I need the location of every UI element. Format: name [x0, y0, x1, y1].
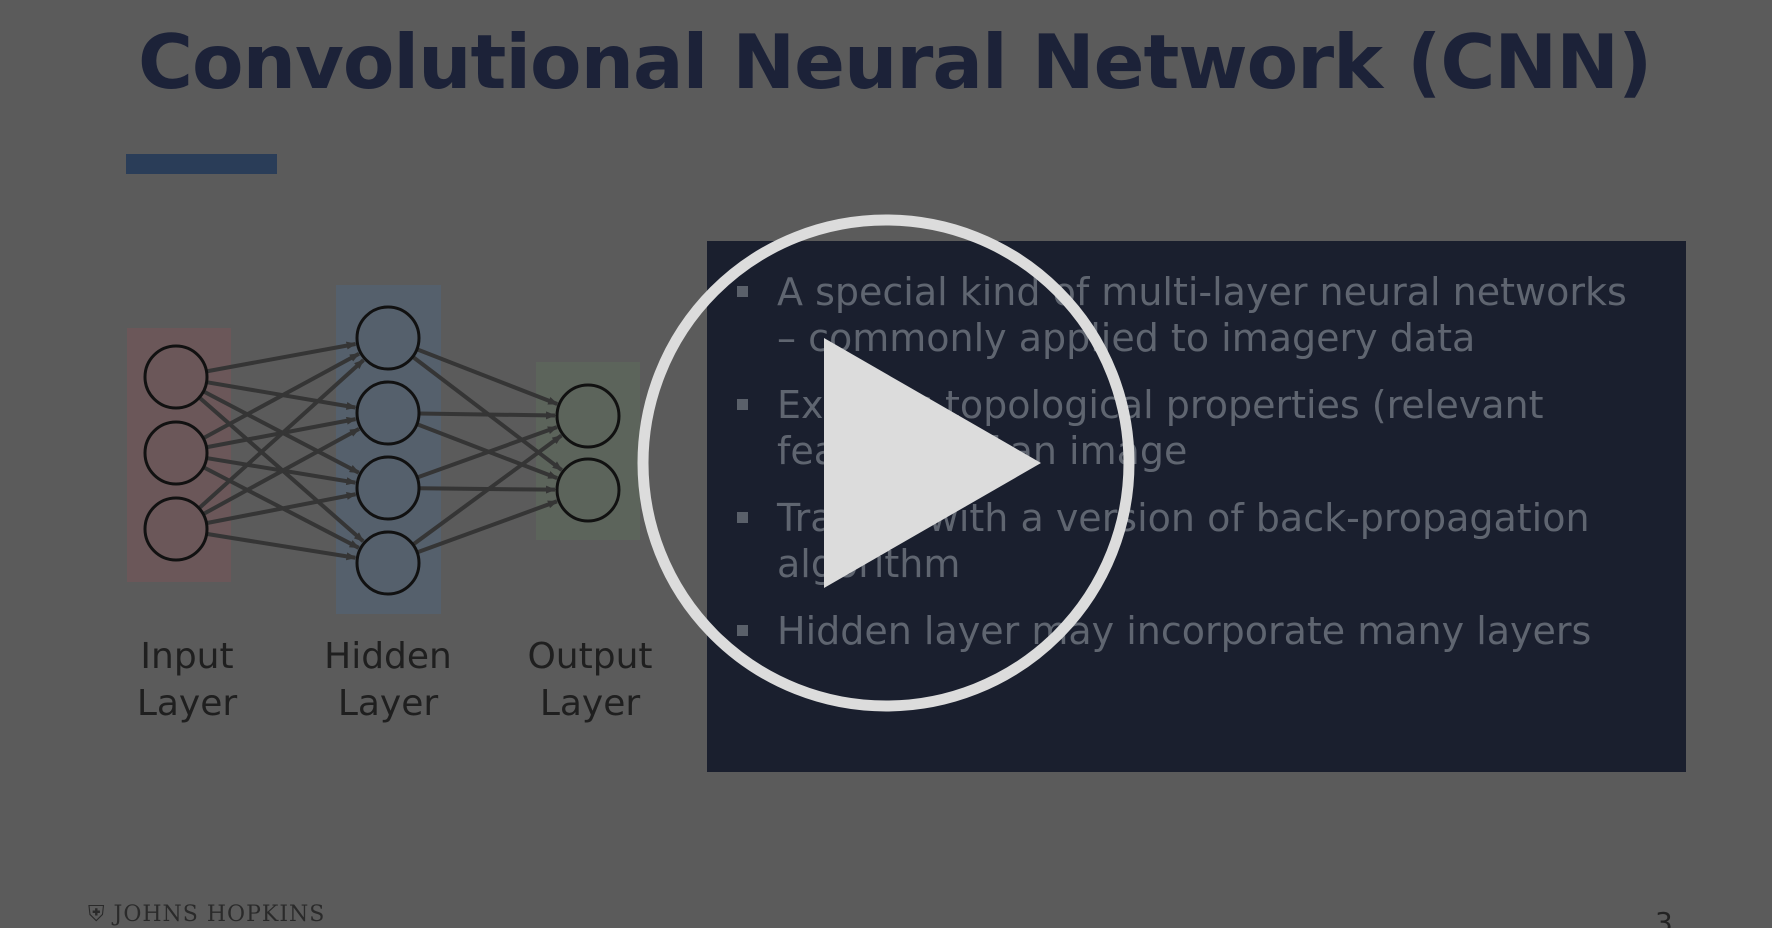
shield-icon: ⛨ [88, 902, 106, 927]
neuron-node [555, 457, 621, 523]
connection-arrow [416, 347, 559, 406]
input-layer-region [127, 328, 231, 582]
connection-arrow [206, 531, 357, 561]
connection-arrow [202, 351, 360, 440]
square-bullet-icon [737, 399, 748, 410]
bullet-text: Hidden layer may incorporate many layers [777, 609, 1592, 653]
bullet-text: A special kind of multi-layer neural net… [777, 270, 1627, 360]
connection-arrow [416, 499, 558, 555]
connection-arrow [197, 358, 365, 510]
neuron-node [355, 380, 421, 446]
neuron-node [143, 420, 209, 486]
output-layer-region [536, 362, 640, 540]
network-nodes [143, 305, 621, 596]
square-bullet-icon [737, 625, 748, 636]
bullet-item: A special kind of multi-layer neural net… [707, 269, 1686, 361]
hidden-layer-label-line2: Layer [337, 683, 439, 724]
neuron-node [555, 383, 621, 449]
neuron-node [143, 496, 209, 562]
input-layer-label-line2: Layer [136, 683, 238, 724]
page-number: 3 [1655, 906, 1673, 928]
connection-arrow [416, 425, 558, 480]
bullet-item: Hidden layer may incorporate many layers [707, 608, 1686, 654]
network-edges [197, 341, 563, 561]
neuron-node [355, 455, 421, 521]
johns-hopkins-logo: ⛨ JOHNS HOPKINS [88, 902, 325, 927]
output-layer-label-line1: Output [527, 636, 653, 677]
connection-arrow [206, 492, 357, 526]
input-layer-label-line1: Input [140, 636, 234, 677]
footer-logo-text: JOHNS HOPKINS [113, 902, 326, 927]
output-layer-label: Output Layer [520, 633, 660, 727]
neural-network-diagram [127, 285, 640, 614]
connection-arrow [411, 433, 563, 547]
bullet-list: A special kind of multi-layer neural net… [707, 269, 1686, 675]
output-layer-label-line2: Layer [539, 683, 641, 724]
square-bullet-icon [737, 512, 748, 523]
slide-title: Convolutional Neural Network (CNN) [138, 18, 1652, 106]
play-button[interactable] [636, 213, 1136, 713]
title-underline [126, 154, 277, 174]
play-button-ring [637, 214, 1135, 712]
play-icon [824, 338, 1041, 588]
connection-arrow [202, 427, 361, 516]
bullet-text-box: A special kind of multi-layer neural net… [707, 241, 1686, 772]
connection-arrow [206, 341, 357, 374]
neuron-node [143, 344, 209, 410]
hidden-layer-label-line1: Hidden [324, 636, 452, 677]
hidden-layer-region [336, 285, 441, 614]
connection-arrow [418, 411, 557, 420]
input-layer-label: Input Layer [127, 633, 247, 727]
hidden-layer-label: Hidden Layer [318, 633, 458, 727]
neuron-node [355, 530, 421, 596]
square-bullet-icon [737, 286, 748, 297]
neuron-node [355, 305, 421, 371]
